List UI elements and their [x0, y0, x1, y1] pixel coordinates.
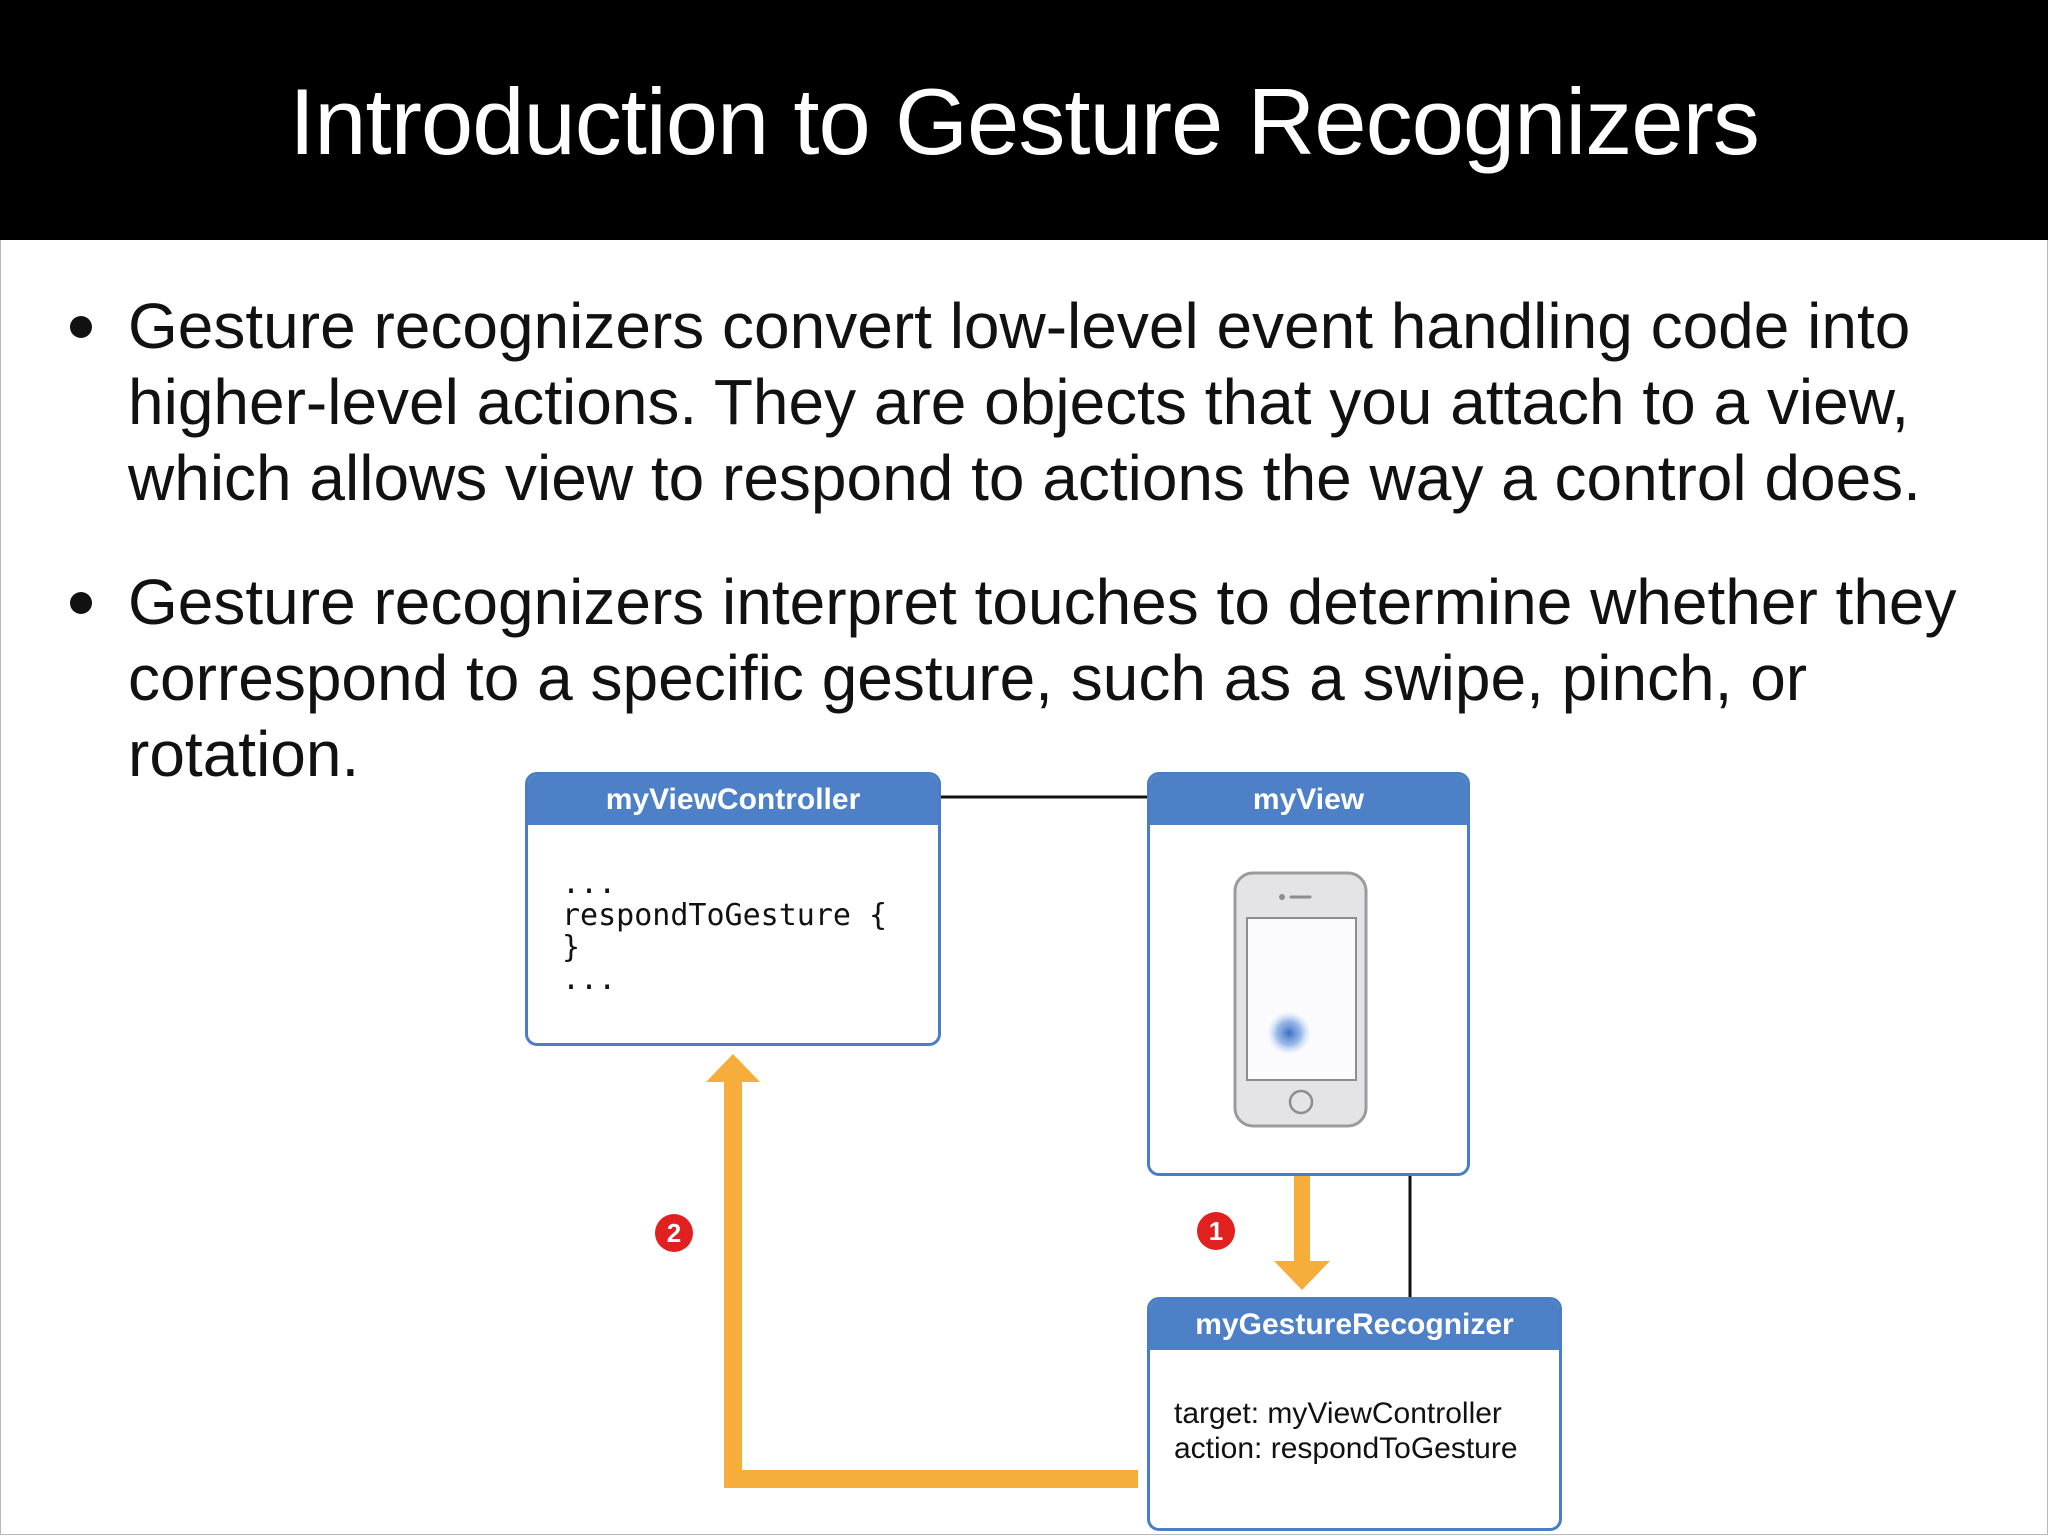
arrow-step-2-vertical [724, 1080, 742, 1488]
arrow-step-2-horizontal [724, 1470, 1138, 1488]
view-title: myView [1150, 775, 1467, 825]
code-line: } [562, 930, 581, 965]
bullet-line: which allows view to respond to actions … [128, 442, 1921, 514]
bullet-text: Gesture recognizers convert low-level ev… [128, 288, 2008, 516]
bullet-text: Gesture recognizers interpret touches to… [128, 564, 2008, 792]
view-controller-title: myViewController [528, 775, 938, 825]
action-line: action: respondToGesture [1174, 1432, 1518, 1465]
gesture-recognizer-title: myGestureRecognizer [1150, 1300, 1559, 1350]
iphone-icon [1233, 871, 1368, 1128]
gesture-recognizer-box: myGestureRecognizer target: myViewContro… [1147, 1297, 1562, 1531]
view-controller-box: myViewController ... respondToGesture { … [525, 772, 941, 1046]
bullet-line: correspond to a specific gesture, such a… [128, 642, 1808, 714]
target-line: target: myViewController [1174, 1397, 1502, 1430]
arrow-step-1-head [1274, 1261, 1330, 1290]
arrow-step-2-head [706, 1054, 760, 1082]
bullet-line: Gesture recognizers convert low-level ev… [128, 290, 1911, 362]
code-line: ... [562, 866, 617, 901]
code-line: respondToGesture { [562, 898, 888, 933]
touch-point-icon [1267, 1011, 1311, 1055]
view-box: myView [1147, 772, 1470, 1176]
title-bar: Introduction to Gesture Recognizers [0, 0, 2048, 240]
bullet-dot [70, 592, 92, 614]
step-1-badge: 1 [1197, 1212, 1235, 1250]
code-line: ... [562, 962, 617, 997]
bullet-line: Gesture recognizers interpret touches to… [128, 566, 1957, 638]
bullet-line: higher-level actions. They are objects t… [128, 366, 1910, 438]
bullet-dot [70, 316, 92, 338]
slide-title: Introduction to Gesture Recognizers [289, 69, 1760, 174]
step-2-badge: 2 [655, 1214, 693, 1252]
bullet-line: rotation. [128, 718, 360, 790]
